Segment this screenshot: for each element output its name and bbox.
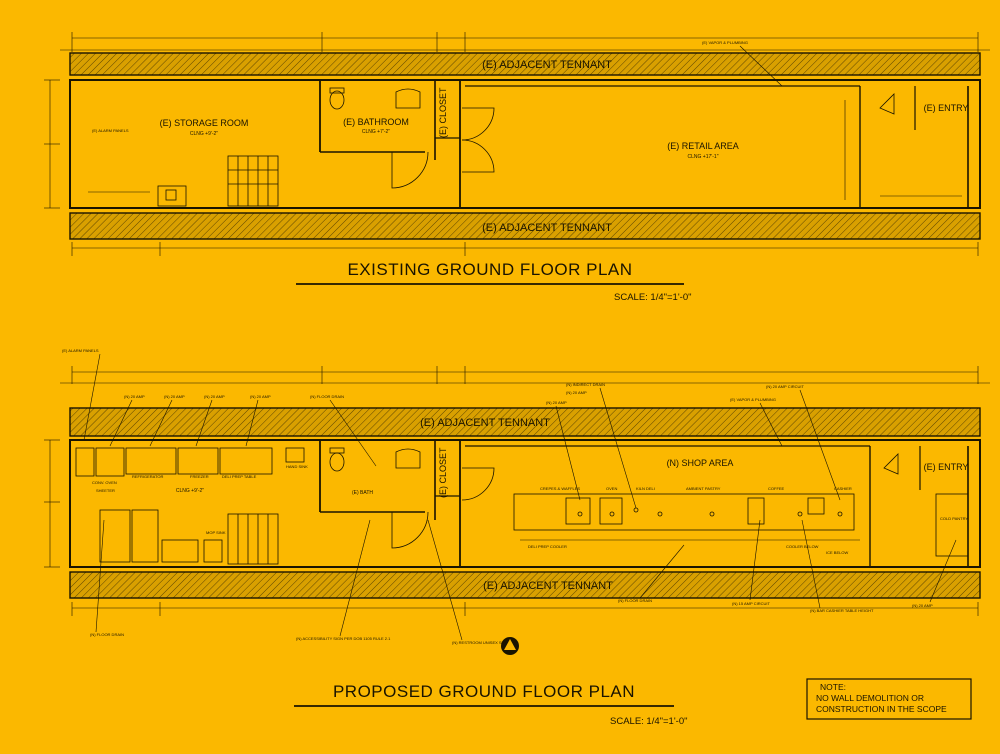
existing-tenant-bottom-label: (E) ADJACENT TENNANT xyxy=(482,222,612,234)
callout-amp-1: (N) 20 AMP xyxy=(124,394,145,399)
existing-closet-label: (E) CLOSET xyxy=(438,87,448,138)
existing-storage-clng: CLNG +9'-2" xyxy=(190,131,218,137)
existing-top-dimensions xyxy=(60,32,990,52)
note-box: NOTE: NO WALL DEMOLITION OR CONSTRUCTION… xyxy=(806,678,972,720)
existing-retail-area-label: (E) RETAIL AREA xyxy=(667,141,739,151)
north-arrow-icon xyxy=(501,637,519,655)
existing-scale-label: SCALE: 1/4"=1'-0" xyxy=(614,292,691,303)
proposed-adjacent-tenant-bottom xyxy=(69,571,981,599)
proposed-top-dimensions xyxy=(60,366,990,384)
label-ice-below: ICE BELOW xyxy=(826,550,848,555)
existing-alarm-callout: (E) ALARM PANELS xyxy=(92,128,129,133)
label-cold-pantry: COLD PANTRY xyxy=(940,516,968,521)
callout-amp-3: (N) 20 AMP xyxy=(204,394,225,399)
label-kiln: KILN DELI xyxy=(636,486,655,491)
label-hand-sink: HAND SINK xyxy=(286,464,308,469)
proposed-entry-door xyxy=(883,453,899,475)
callout-amp-2: (N) 20 AMP xyxy=(164,394,185,399)
proposed-entry-label: (E) ENTRY xyxy=(924,462,969,472)
label-crepes: CREPES & WAFFLES xyxy=(540,486,580,491)
proposed-callouts: (E) ALARM PANELS (N) 20 AMP (N) 20 AMP (… xyxy=(62,348,957,645)
proposed-lavatory-icon xyxy=(395,448,421,469)
proposed-closet-label: (E) CLOSET xyxy=(438,447,448,498)
proposed-equipment-row xyxy=(75,447,305,563)
label-ambient-pastry: AMBIENT PASTRY xyxy=(686,486,721,491)
existing-toilet-icon xyxy=(329,90,345,110)
proposed-back-clng: CLNG +9'-2" xyxy=(176,488,204,494)
label-sheeter: SHEETER xyxy=(96,488,115,493)
label-freezer: FREEZER xyxy=(190,474,209,479)
label-coffee: COFFEE xyxy=(768,486,785,491)
label-cooler-below: COOLER BELOW xyxy=(786,544,819,549)
callout-amp-6: (N) 20 AMP xyxy=(546,400,567,405)
proposed-adjacent-tenant-top xyxy=(69,407,981,437)
existing-storage-room-label: (E) STORAGE ROOM xyxy=(160,118,249,128)
callout-amp-circuit-2: (N) 15 AMP CIRCUIT xyxy=(732,601,770,606)
callout-exhaust: (E) VAPOR & PLUMBING xyxy=(730,397,776,402)
proposed-toilet-icon xyxy=(329,452,345,472)
proposed-scale-label: SCALE: 1/4"=1'-0" xyxy=(610,716,687,727)
proposed-stairs xyxy=(227,513,279,565)
existing-sink xyxy=(157,185,187,207)
proposed-tenant-top-label: (E) ADJACENT TENNANT xyxy=(420,417,550,429)
proposed-bath-door xyxy=(391,511,429,549)
label-mop-sink: MOP SINK xyxy=(206,530,226,535)
callout-amp-4: (N) 20 AMP xyxy=(250,394,271,399)
callout-accessibility: (N) ACCESSIBILITY SIGN PER DOB 1105 RULE… xyxy=(296,636,391,641)
existing-entry-label: (E) ENTRY xyxy=(924,103,969,113)
callout-floor-drain-top: (N) FLOOR DRAIN xyxy=(310,394,344,399)
existing-bath-door xyxy=(391,151,429,189)
proposed-shop-area-label: (N) SHOP AREA xyxy=(667,458,734,468)
callout-amp-5: (N) 20 AMP xyxy=(566,390,587,395)
existing-retail-door-bottom xyxy=(461,139,495,173)
proposed-counter xyxy=(513,493,969,557)
proposed-tenant-bottom-label: (E) ADJACENT TENNANT xyxy=(483,580,613,592)
label-cashier: CASHIER xyxy=(834,486,852,491)
note-line-1: NO WALL DEMOLITION OR xyxy=(816,693,924,703)
existing-lavatory-icon xyxy=(395,88,421,109)
proposed-bath-label: (E) BATH xyxy=(352,490,373,496)
proposed-shop-door-top xyxy=(461,467,495,501)
label-conv-oven: CONV. OVEN xyxy=(92,480,117,485)
callout-cashier-table: (N) BAR CASHIER TABLE HEIGHT xyxy=(810,608,874,613)
callout-amp-7: (N) 20 AMP xyxy=(912,603,933,608)
proposed-outer-walls xyxy=(69,439,981,568)
existing-retail-door-top xyxy=(461,107,495,141)
label-oven: OVEN xyxy=(606,486,617,491)
existing-tenant-top-label: (E) ADJACENT TENNANT xyxy=(482,59,612,71)
label-deli-prep: DELI PREP TABLE xyxy=(222,474,257,479)
existing-adjacent-tenant-bottom xyxy=(69,212,981,240)
note-line-2: CONSTRUCTION IN THE SCOPE xyxy=(816,704,947,714)
callout-alarm: (E) ALARM PANELS xyxy=(62,348,99,353)
note-title: NOTE: xyxy=(820,682,846,692)
existing-plan-title: EXISTING GROUND FLOOR PLAN xyxy=(347,260,632,279)
callout-restroom-sign: (N) RESTROOM UNISEX SIGN xyxy=(452,640,509,645)
existing-outer-walls xyxy=(69,79,981,209)
existing-exhaust-callout: (E) VAPOR & PLUMBING xyxy=(702,40,748,45)
existing-bathroom-clng: CLNG +7'-2" xyxy=(362,129,390,135)
callout-amp-circuit: (N) 20 AMP CIRCUIT xyxy=(766,384,804,389)
callout-floor-drain-mid: (N) FLOOR DRAIN xyxy=(618,598,652,603)
proposed-plan-title: PROPOSED GROUND FLOOR PLAN xyxy=(333,682,635,701)
existing-plan: (E) ADJACENT TENNANT (E) ADJACENT TENNAN… xyxy=(44,32,990,303)
existing-entry-door xyxy=(879,93,895,115)
existing-stairs xyxy=(227,155,279,207)
existing-adjacent-tenant-top xyxy=(69,52,981,76)
label-deli-cooler: DELI PREP COOLER xyxy=(528,544,567,549)
proposed-plan: (E) ADJACENT TENNANT (E) ADJACENT TENNAN… xyxy=(44,348,990,727)
existing-bathroom-label: (E) BATHROOM xyxy=(343,117,409,127)
callout-floor-drain-left: (N) FLOOR DRAIN xyxy=(90,632,124,637)
label-refrigerator: REFRIGERATOR xyxy=(132,474,164,479)
callout-indirect-drain: (N) INDIRECT DRAIN xyxy=(566,382,605,387)
existing-retail-clng: CLNG +17'-1" xyxy=(688,154,719,160)
